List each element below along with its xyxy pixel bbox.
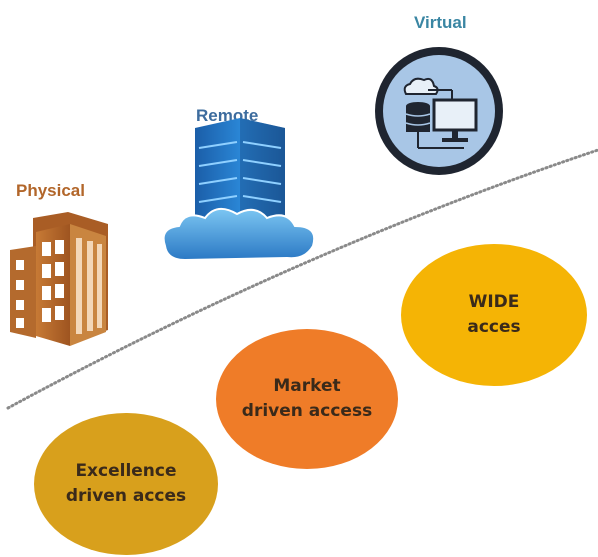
building-icon <box>10 212 108 346</box>
excellence-driven-acces-oval: Excellence driven acces <box>34 413 218 555</box>
server-cloud-icon <box>162 118 316 262</box>
virtual-desktop-icon <box>375 47 503 175</box>
physical-label: Physical <box>16 181 85 200</box>
wide-acces-line2: acces <box>467 317 521 337</box>
wide-acces-oval: WIDE acces <box>401 244 587 386</box>
market-driven-access-line1: Market <box>273 376 341 396</box>
market-driven-access-oval: Market driven access <box>216 329 398 469</box>
market-driven-access-line2: driven access <box>241 401 373 421</box>
virtual-label: Virtual <box>414 13 467 32</box>
wide-acces-line1: WIDE <box>468 292 520 312</box>
excellence-driven-acces-line2: driven acces <box>65 486 187 506</box>
excellence-driven-acces-line1: Excellence <box>75 461 177 481</box>
